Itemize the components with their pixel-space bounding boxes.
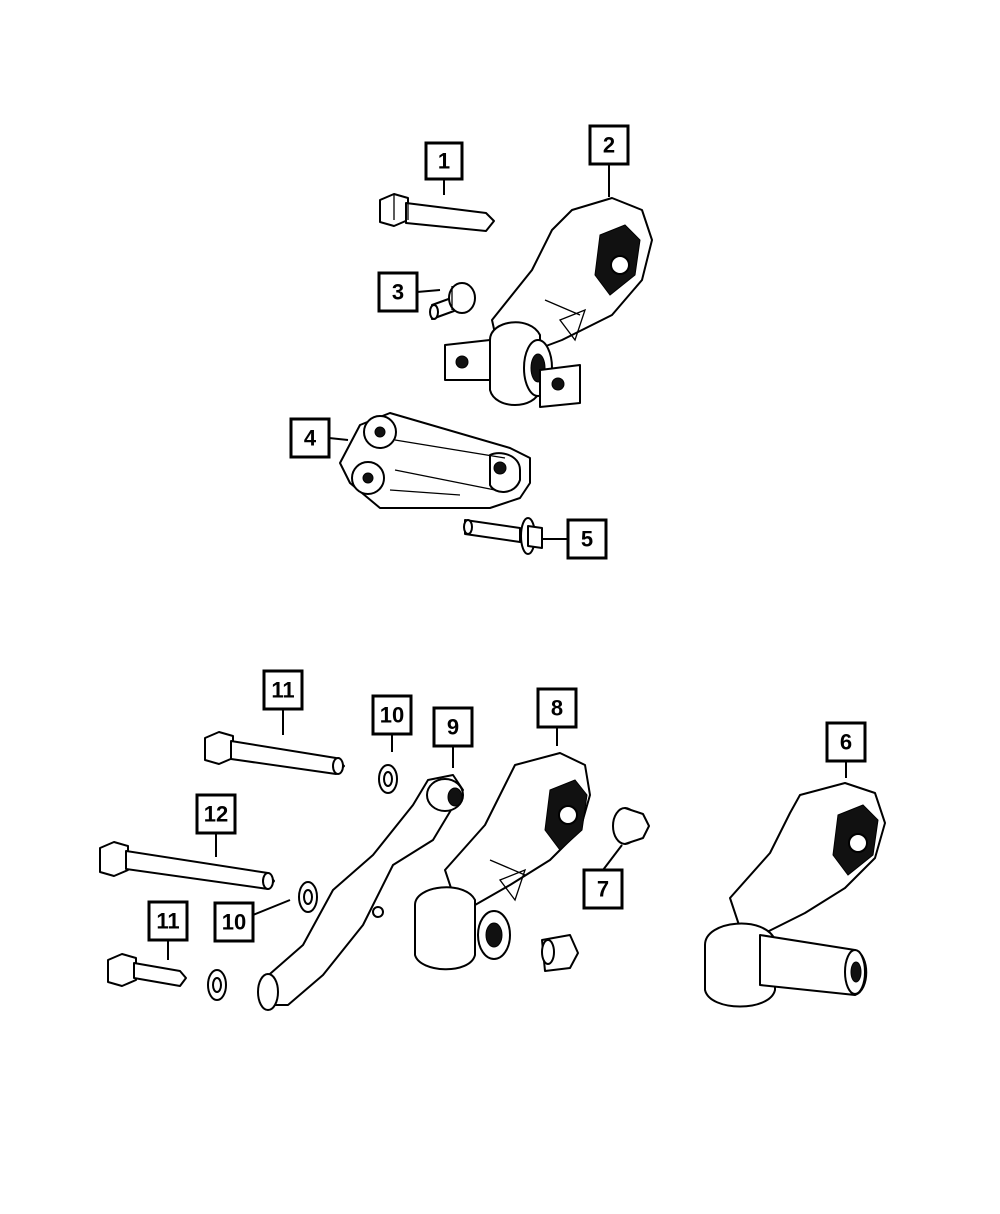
callout-3: 3 [377, 271, 441, 313]
part-8-torque-strut [414, 752, 591, 971]
svg-text:10: 10 [380, 703, 404, 728]
svg-text:9: 9 [447, 715, 459, 740]
part-7-bushing [541, 807, 650, 972]
svg-text:5: 5 [581, 527, 593, 552]
part-10-washer-top [378, 764, 398, 794]
callout-2: 2 [588, 124, 630, 197]
svg-text:7: 7 [597, 877, 609, 902]
part-4-bracket [339, 412, 531, 509]
part-5-bolt [463, 517, 543, 555]
callout-12: 12 [195, 793, 237, 857]
callout-10-mid: 10 [213, 899, 291, 943]
svg-text:8: 8 [551, 696, 563, 721]
part-12-bolt [99, 841, 275, 890]
callout-10-top: 10 [371, 694, 413, 752]
callout-8: 8 [536, 687, 578, 746]
part-2-torque-strut [444, 197, 653, 408]
callout-9: 9 [432, 706, 474, 768]
part-10-washer-mid [298, 881, 318, 913]
part-6-torque-strut [704, 782, 886, 1008]
svg-text:11: 11 [156, 909, 179, 934]
svg-text:11: 11 [271, 678, 294, 703]
svg-text:6: 6 [840, 730, 852, 755]
svg-text:10: 10 [222, 910, 246, 935]
callout-6: 6 [825, 721, 867, 778]
part-9-bracket [257, 774, 464, 1011]
part-11-bolt-top [204, 731, 345, 775]
svg-text:3: 3 [392, 280, 404, 305]
callout-1: 1 [424, 141, 464, 195]
svg-text:4: 4 [304, 426, 317, 451]
callout-11-bottom: 11 [147, 900, 189, 960]
svg-text:2: 2 [603, 133, 615, 158]
washer-bottom [207, 969, 227, 1001]
svg-text:12: 12 [204, 802, 228, 827]
part-3-bolt [429, 282, 476, 320]
callout-7: 7 [582, 844, 624, 910]
part-1-bolt [379, 193, 495, 232]
part-11-bolt-bottom [107, 953, 187, 987]
svg-text:1: 1 [438, 149, 450, 174]
callout-4: 4 [289, 417, 349, 459]
callout-5: 5 [542, 518, 608, 560]
callout-11-top: 11 [262, 669, 304, 735]
